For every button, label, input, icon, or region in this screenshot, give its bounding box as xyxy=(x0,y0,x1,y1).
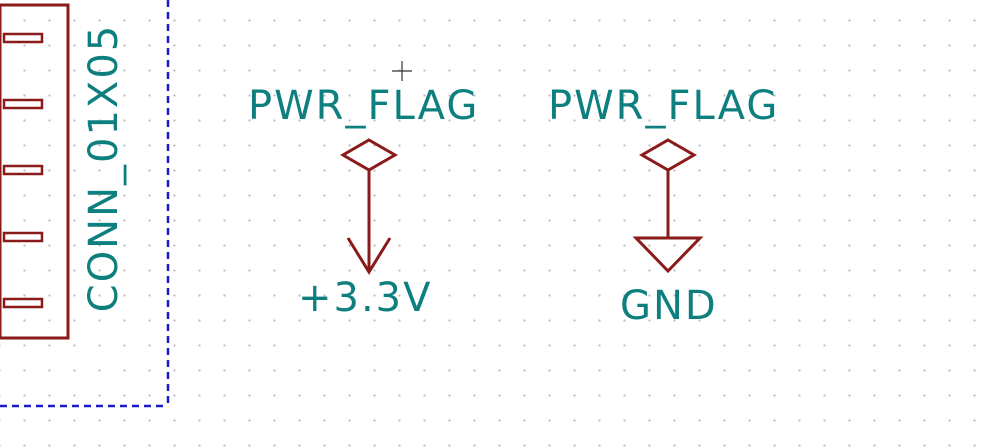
sheet-border xyxy=(0,0,170,408)
connector-pin-4 xyxy=(2,231,44,243)
pwr-flag-diamond-1 xyxy=(339,138,399,172)
power-33v-arrow xyxy=(346,237,392,275)
ground-label: GND xyxy=(620,283,718,329)
pwr-flag-symbol-2[interactable] xyxy=(638,138,698,238)
connector-value-label: CONN_01X05 xyxy=(81,23,127,313)
power-33v-symbol[interactable] xyxy=(346,237,392,275)
power-33v-label: +3.3V xyxy=(298,275,433,321)
crosshair-cursor-icon xyxy=(392,61,412,81)
ground-symbol[interactable] xyxy=(632,236,704,274)
ground-triangle xyxy=(632,236,704,274)
connector-pin-3 xyxy=(2,164,44,176)
pwr-flag-symbol-1[interactable] xyxy=(339,138,399,272)
connector-pin-5 xyxy=(2,297,44,309)
connector-pin-2 xyxy=(2,98,44,110)
connector-body xyxy=(0,3,70,340)
pwr-flag-label-1: PWR_FLAG xyxy=(248,83,480,129)
connector-conn-01x05[interactable] xyxy=(0,3,70,340)
pwr-flag-diamond-2 xyxy=(638,138,698,172)
connector-pin-1 xyxy=(2,32,44,44)
pwr-flag-label-2: PWR_FLAG xyxy=(548,83,780,129)
